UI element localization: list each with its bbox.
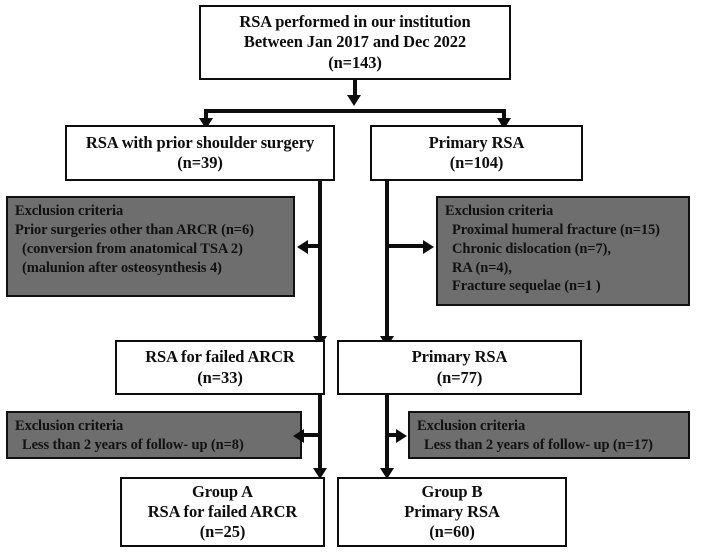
edge-enrollment-stem bbox=[353, 80, 357, 97]
node-failed-arcr: RSA for failed ARCR (n=33) bbox=[115, 340, 325, 395]
exclusion-right-1-line-1: Exclusion criteria bbox=[445, 203, 554, 219]
edge-primary-rsa-trunk bbox=[385, 181, 389, 341]
node-prior-surgery: RSA with prior shoulder surgery (n=39) bbox=[65, 125, 335, 181]
edge-split-left-drop bbox=[204, 109, 208, 121]
exclusion-left-1-line-2: Prior surgeries other than ARCR (n=6) bbox=[15, 221, 254, 238]
node-enrollment-line-1: RSA performed in our institution bbox=[239, 12, 471, 32]
node-prior-surgery-line-1: RSA with prior shoulder surgery bbox=[85, 132, 315, 152]
node-primary-rsa: Primary RSA (n=104) bbox=[370, 125, 583, 181]
node-primary-rsa-2-line-2: (n=77) bbox=[436, 367, 483, 387]
exclusion-left-1-line-4: (malunion after osteosynthesis 4) bbox=[22, 259, 222, 276]
edge-exclusion-right-2-arrowhead bbox=[396, 429, 407, 443]
edge-split-right-arrowhead bbox=[497, 118, 511, 129]
exclusion-left-1-line-3: (conversion from anatomical TSA 2) bbox=[22, 240, 243, 257]
exclusion-right-2-line-2: Less than 2 years of follow- up (n=17) bbox=[424, 436, 653, 453]
node-exclusion-right-1: Exclusion criteria Proximal humeral frac… bbox=[436, 196, 690, 306]
node-group-b-line-1: Group B bbox=[421, 481, 483, 501]
edge-exclusion-left-1-arrowhead bbox=[297, 240, 308, 254]
node-failed-arcr-line-1: RSA for failed ARCR bbox=[145, 347, 295, 367]
node-failed-arcr-line-2: (n=33) bbox=[197, 367, 243, 387]
exclusion-left-1-line-1: Exclusion criteria bbox=[15, 203, 124, 219]
exclusion-right-1-line-4: RA (n=4), bbox=[452, 259, 512, 276]
node-primary-rsa-2-line-1: Primary RSA bbox=[411, 347, 508, 367]
exclusion-right-1-line-3: Chronic dislocation (n=7), bbox=[452, 240, 611, 257]
node-exclusion-right-2: Exclusion criteria Less than 2 years of … bbox=[408, 411, 690, 459]
exclusion-left-2-line-2: Less than 2 years of follow- up (n=8) bbox=[22, 436, 244, 453]
node-group-b-line-2: Primary RSA bbox=[404, 501, 500, 521]
node-primary-rsa-2: Primary RSA (n=77) bbox=[337, 340, 582, 395]
edge-enrollment-stem-arrowhead bbox=[347, 95, 361, 106]
node-primary-rsa-line-2: (n=104) bbox=[449, 153, 504, 172]
node-group-b-line-3: (n=60) bbox=[429, 522, 475, 542]
edge-split-right-drop bbox=[502, 109, 506, 121]
node-exclusion-left-2: Exclusion criteria Less than 2 years of … bbox=[6, 411, 302, 459]
edge-exclusion-left-2-connector bbox=[304, 433, 320, 437]
node-enrollment: RSA performed in our institution Between… bbox=[199, 5, 511, 80]
edge-exclusion-right-1-arrowhead bbox=[423, 240, 434, 254]
node-group-a: Group A RSA for failed ARCR (n=25) bbox=[120, 477, 325, 547]
node-group-a-line-1: Group A bbox=[192, 481, 253, 501]
edge-split-left-arrowhead bbox=[199, 118, 213, 129]
edge-exclusion-left-2-arrowhead bbox=[293, 429, 304, 443]
edge-split-bus bbox=[204, 109, 506, 113]
edge-exclusion-right-2-connector bbox=[387, 433, 398, 437]
exclusion-left-2-line-1: Exclusion criteria bbox=[15, 418, 124, 434]
node-group-a-line-3: (n=25) bbox=[199, 522, 246, 542]
node-enrollment-line-2: Between Jan 2017 and Dec 2022 bbox=[243, 32, 467, 52]
edge-failed-arcr-trunk-arrowhead bbox=[313, 468, 327, 479]
node-exclusion-left-1: Exclusion criteria Prior surgeries other… bbox=[6, 196, 295, 297]
edge-prior-surgery-trunk bbox=[318, 181, 322, 341]
node-prior-surgery-line-2: (n=39) bbox=[177, 153, 223, 172]
edge-failed-arcr-trunk bbox=[318, 395, 322, 473]
node-group-a-line-2: RSA for failed ARCR bbox=[147, 501, 298, 521]
node-group-b: Group B Primary RSA (n=60) bbox=[337, 477, 567, 547]
exclusion-right-1-line-5: Fracture sequelae (n=1 ) bbox=[452, 278, 601, 295]
node-enrollment-line-3: (n=143) bbox=[328, 52, 382, 72]
node-primary-rsa-line-1: Primary RSA bbox=[428, 132, 525, 152]
edge-exclusion-right-1-connector bbox=[387, 244, 424, 248]
edge-primary-rsa-2-trunk-arrowhead bbox=[380, 468, 394, 479]
exclusion-right-1-line-2: Proximal humeral fracture (n=15) bbox=[452, 221, 660, 238]
exclusion-right-2-line-1: Exclusion criteria bbox=[417, 418, 526, 434]
edge-exclusion-left-1-connector bbox=[308, 244, 322, 248]
